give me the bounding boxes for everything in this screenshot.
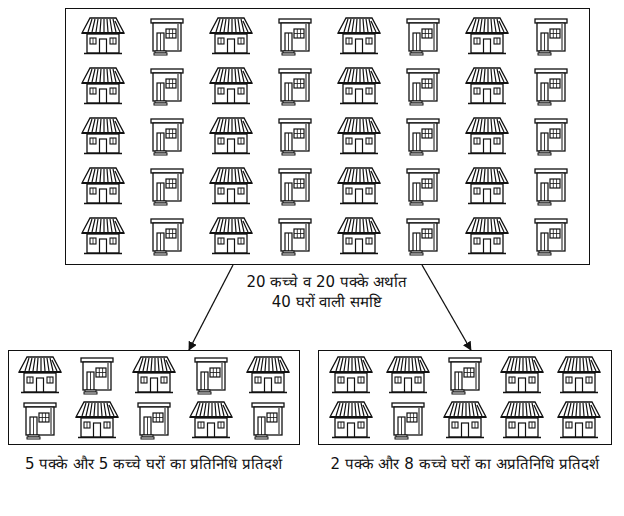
pakka-house	[535, 119, 567, 155]
kachcha-house	[466, 18, 508, 54]
kachcha-house	[133, 357, 175, 393]
sampling-arrow	[189, 265, 233, 350]
pakka-house	[151, 219, 183, 255]
kachcha-house	[19, 357, 61, 393]
kachcha-house	[466, 218, 508, 254]
pakka-house	[81, 358, 113, 394]
pakka-house	[151, 69, 183, 105]
pakka-house	[407, 119, 439, 155]
kachcha-house	[338, 68, 380, 104]
kachcha-house	[210, 168, 252, 204]
kachcha-house	[338, 18, 380, 54]
pakka-house	[535, 19, 567, 55]
kachcha-house	[501, 402, 543, 438]
pakka-house	[279, 219, 311, 255]
kachcha-house	[338, 168, 380, 204]
group-caption: 20 कच्चे व 20 पक्के अर्थात 40 घरों वाली …	[237, 272, 417, 313]
group-caption: 2 पक्के और 8 कच्चे घरों का अप्रतिनिधि प्…	[315, 454, 615, 474]
pakka-house	[407, 19, 439, 55]
house-group-box: 5 पक्के और 5 कच्चे घरों का प्रतिनिधि प्र…	[8, 350, 300, 445]
kachcha-house	[82, 118, 124, 154]
pakka-house	[151, 19, 183, 55]
kachcha-house	[338, 118, 380, 154]
kachcha-house	[82, 18, 124, 54]
non-representative-sample-houses	[330, 357, 600, 439]
pakka-house	[407, 69, 439, 105]
pakka-house	[279, 119, 311, 155]
kachcha-house	[190, 402, 232, 438]
pakka-house	[151, 119, 183, 155]
kachcha-house	[466, 68, 508, 104]
pakka-house	[407, 169, 439, 205]
pakka-house	[407, 219, 439, 255]
kachcha-house	[444, 402, 486, 438]
representative-sample-houses	[19, 357, 289, 439]
pakka-house	[151, 169, 183, 205]
kachcha-house	[387, 357, 429, 393]
kachcha-house	[330, 402, 372, 438]
pakka-house	[279, 19, 311, 55]
house-group-box: 20 कच्चे व 20 पक्के अर्थात 40 घरों वाली …	[65, 8, 590, 265]
house-group-box: 2 पक्के और 8 कच्चे घरों का अप्रतिनिधि प्…	[318, 350, 612, 445]
kachcha-house	[82, 168, 124, 204]
kachcha-house	[558, 402, 600, 438]
kachcha-house	[82, 218, 124, 254]
pakka-house	[535, 169, 567, 205]
kachcha-house	[210, 118, 252, 154]
pakka-house	[252, 403, 284, 439]
population-houses	[82, 18, 567, 255]
pakka-house	[279, 169, 311, 205]
group-caption: 5 पक्के और 5 कच्चे घरों का प्रतिनिधि प्र…	[4, 454, 304, 474]
kachcha-house	[82, 68, 124, 104]
kachcha-house	[210, 18, 252, 54]
kachcha-house	[501, 357, 543, 393]
pakka-house	[279, 69, 311, 105]
kachcha-house	[466, 168, 508, 204]
pakka-house	[24, 403, 56, 439]
pakka-house	[535, 69, 567, 105]
kachcha-house	[466, 118, 508, 154]
pakka-house	[392, 403, 424, 439]
kachcha-house	[76, 402, 118, 438]
kachcha-house	[338, 218, 380, 254]
pakka-house	[195, 358, 227, 394]
kachcha-house	[210, 218, 252, 254]
sampling-arrow	[422, 265, 471, 350]
kachcha-house	[330, 357, 372, 393]
kachcha-house	[247, 357, 289, 393]
kachcha-house	[558, 357, 600, 393]
kachcha-house	[210, 68, 252, 104]
pakka-house	[138, 403, 170, 439]
pakka-house	[449, 358, 481, 394]
pakka-house	[535, 219, 567, 255]
